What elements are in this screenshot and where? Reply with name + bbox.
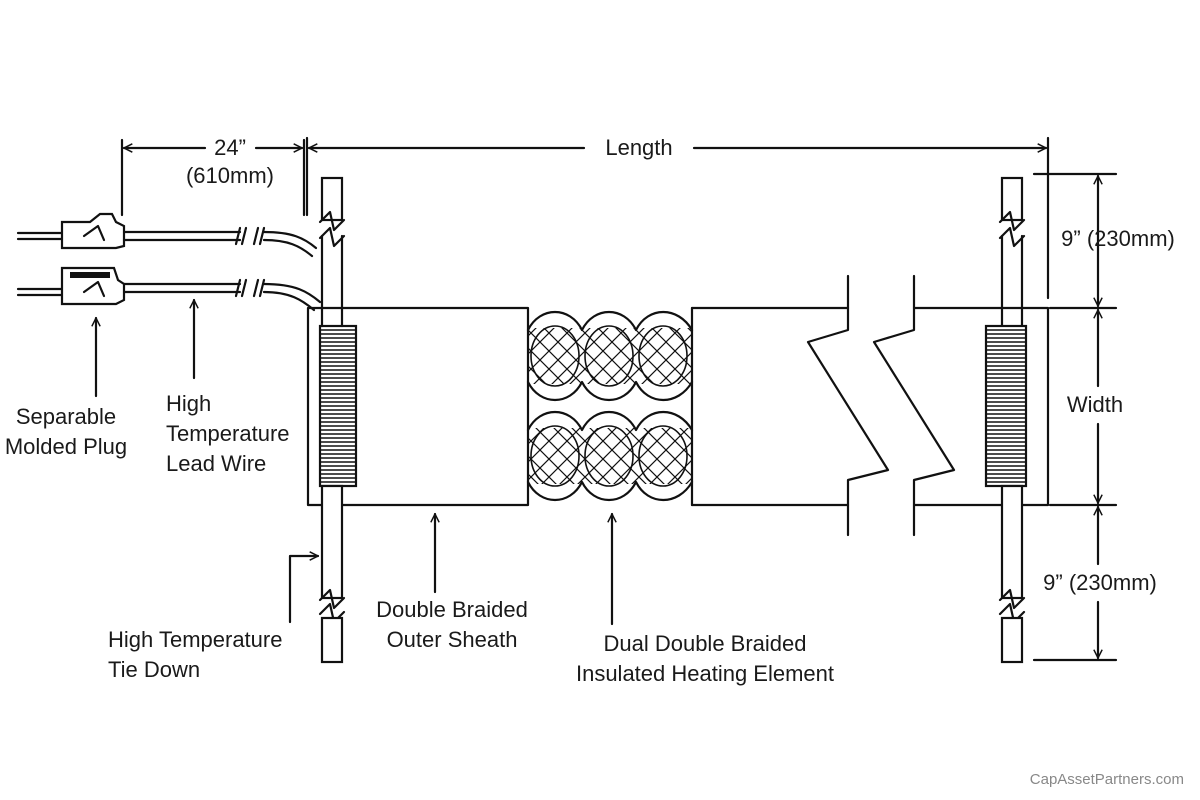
tie-bottom-label: 9” (230mm) [1043,570,1157,595]
lead-length-label: 24” [214,135,246,160]
element-label-line-2: Insulated Heating Element [576,661,834,686]
outer-sheath-left [306,306,530,507]
lead-wire-callout: High Temperature Lead Wire [166,298,290,476]
plug-callout: Separable Molded Plug [5,316,127,459]
tie-down-label-line-2: Tie Down [108,657,200,682]
length-label: Length [605,135,672,160]
molded-plug-lower [16,266,126,306]
tie-top-dimension: 9” (230mm) [1032,172,1175,308]
molded-plug-upper [16,212,126,250]
tie-bottom-dimension: 9” (230mm) [1032,505,1157,662]
lead-wire-label-line-2: Temperature [166,421,290,446]
tie-down-callout: High Temperature Tie Down [108,556,320,682]
tie-down-label-line-1: High Temperature [108,627,282,652]
sheath-label-line-2: Outer Sheath [387,627,518,652]
lead-wire-label-line-1: High [166,391,211,416]
element-callout: Dual Double Braided Insulated Heating El… [576,512,834,686]
plug-label-line-2: Molded Plug [5,434,127,459]
lead-length-metric-label: (610mm) [186,163,274,188]
lead-length-dimension: 24” (610mm) [120,135,306,217]
tie-top-label: 9” (230mm) [1061,226,1175,251]
watermark: CapAssetPartners.com [1030,771,1184,788]
outer-sheath-right [690,306,1050,507]
tie-down-left [318,176,358,664]
sheath-label-line-1: Double Braided [376,597,528,622]
width-dimension: Width [1048,306,1123,507]
lead-wire-label-line-3: Lead Wire [166,451,266,476]
sheath-callout: Double Braided Outer Sheath [376,512,528,652]
lead-wire [122,226,322,312]
length-dimension: Length [305,135,1050,300]
length-break-symbol [806,274,956,537]
width-label: Width [1067,392,1123,417]
tie-down-right [984,176,1028,664]
heating-element-braid [526,310,694,502]
plug-label-line-1: Separable [16,404,116,429]
element-label-line-1: Dual Double Braided [603,631,806,656]
